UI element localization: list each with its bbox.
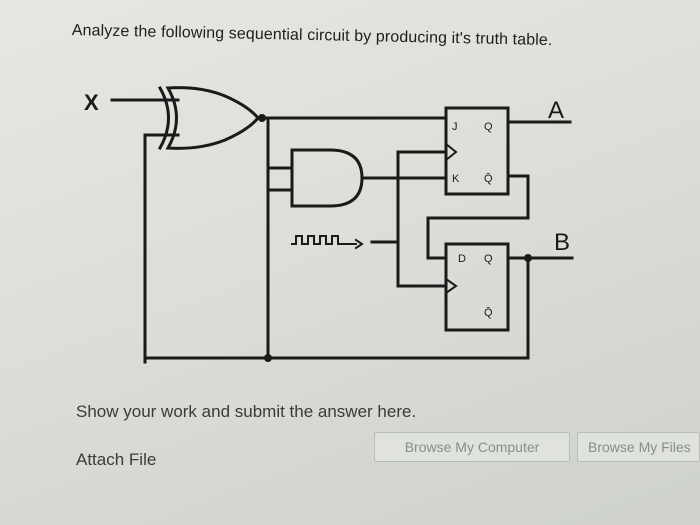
jk-q-pin: Q xyxy=(484,121,493,133)
a-output-label: A xyxy=(548,97,564,124)
bus-node xyxy=(264,354,272,362)
browse-computer-button[interactable]: Browse My Computer xyxy=(374,432,570,462)
d-flipflop xyxy=(444,242,510,332)
jk-qbar-pin: Q̄ xyxy=(484,172,493,185)
attach-file-label: Attach File xyxy=(76,450,157,469)
browse-files-button[interactable]: Browse My Files xyxy=(577,432,700,462)
clock-wire xyxy=(370,150,448,244)
d-qbar-pin: Q̄ xyxy=(484,306,493,319)
x-input-label: X xyxy=(84,90,99,115)
clock-arrow xyxy=(354,238,364,250)
qbar-to-d-wire xyxy=(426,174,530,260)
or-gate-back xyxy=(157,85,170,151)
jk-flipflop xyxy=(444,106,510,196)
or-feedback-wire xyxy=(143,133,180,364)
d-q-pin: Q xyxy=(484,253,493,265)
jk-clock-triangle xyxy=(444,142,458,162)
and-gate xyxy=(290,148,364,208)
b-feedback-wire xyxy=(143,256,530,360)
b-output-label: B xyxy=(554,229,570,256)
circuit-diagram: X A B J Q K Q̄ D Q Q̄ xyxy=(84,85,574,364)
jk-j-pin: J xyxy=(452,121,458,133)
clock-waveform xyxy=(291,235,357,245)
jk-k-pin: K xyxy=(452,173,460,185)
d-clock-triangle xyxy=(444,277,458,295)
submission-instruction: Show your work and submit the answer her… xyxy=(76,402,417,421)
or-to-and-wire xyxy=(266,116,294,170)
d-d-pin: D xyxy=(458,253,466,265)
clock-to-d-wire xyxy=(396,240,448,288)
or-gate xyxy=(165,86,260,150)
